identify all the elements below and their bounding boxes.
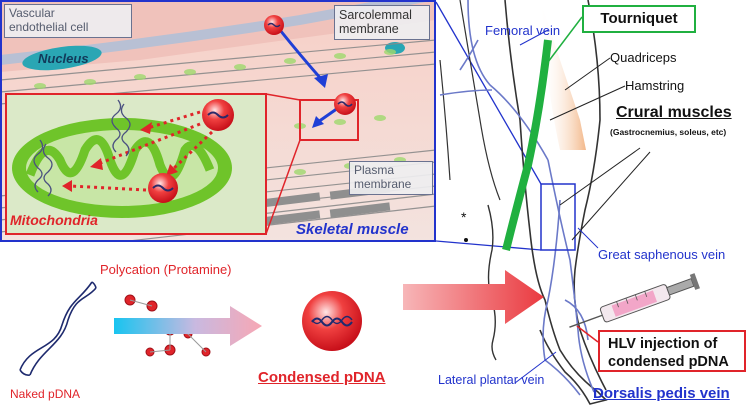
tourniquet-label: Tourniquet xyxy=(582,5,696,33)
muscle-word: muscle xyxy=(356,221,409,238)
femoral-vein-label: Femoral vein xyxy=(485,23,561,38)
sarcolemmal-line2: membrane xyxy=(339,22,399,37)
syringe-icon xyxy=(569,273,700,328)
crural-subtitle: (Gastrocnemius, soleus, etc) xyxy=(610,127,727,137)
dorsalis-pedis-label: Dorsalis pedis vein xyxy=(593,385,730,402)
process-arrow xyxy=(114,306,262,346)
nucleus-label: Nucleus xyxy=(38,51,89,66)
hlv-line1: HLV injection of xyxy=(608,336,718,352)
skeletal-muscle-label: Skeletal muscle xyxy=(296,222,409,237)
vascular-cell-label: Vascular endothelial cell xyxy=(4,4,132,38)
plasma-line1: Plasma xyxy=(354,163,395,177)
mitochondria-label: Mitochondria xyxy=(10,212,98,228)
sarcolemmal-label: Sarcolemmal membrane xyxy=(334,5,430,40)
hlv-line2: condensed pDNA xyxy=(608,354,729,371)
polycation-label: Polycation (Protamine) xyxy=(100,262,232,277)
condensation-process xyxy=(19,281,362,376)
asterisk-mark: * xyxy=(461,209,467,225)
skeletal-word: Skeletal xyxy=(296,221,357,238)
tourniquet-band xyxy=(502,39,552,251)
nucleus-shape xyxy=(22,45,102,71)
plasma-membrane-label: Plasma membrane xyxy=(349,161,433,195)
hlv-injection-label: HLV injection of condensed pDNA xyxy=(598,330,746,372)
hamstring-label: Hamstring xyxy=(625,78,685,93)
skeletal-muscle-inset xyxy=(0,0,436,242)
naked-pdna-label: Naked pDNA xyxy=(10,387,81,401)
crural-muscles-label: Crural muscles xyxy=(616,104,732,121)
vascular-cell-line1: Vascular xyxy=(9,6,55,20)
lateral-plantar-label: Lateral plantar vein xyxy=(438,373,545,387)
injection-arrow xyxy=(403,270,544,324)
condensed-pdna-label: Condensed pDNA xyxy=(258,369,386,386)
vascular-cell-line2: endothelial cell xyxy=(9,19,89,34)
leg-illustration: * xyxy=(439,0,700,405)
naked-pdna-icon xyxy=(19,281,97,376)
quadriceps-label: Quadriceps xyxy=(610,50,677,65)
plasma-line2: membrane xyxy=(354,176,412,191)
great-saphenous-label: Great saphenous vein xyxy=(598,247,726,262)
sarcolemmal-line1: Sarcolemmal xyxy=(339,8,412,22)
inset-frame xyxy=(0,0,436,242)
